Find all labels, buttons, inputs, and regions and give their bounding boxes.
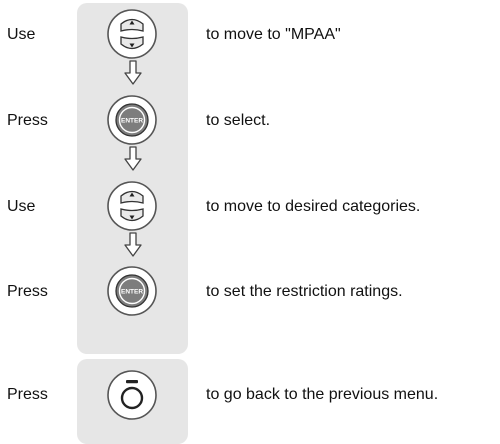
enter-button-label: ENTER (121, 117, 143, 124)
step-1-description: to move to "MPAA" (206, 26, 341, 43)
step-4-description: to set the restriction ratings. (206, 283, 403, 300)
step-1-action: Use (7, 26, 36, 43)
up-down-arrow-buttons-icon (107, 9, 157, 64)
enter-button-icon: ENTER (107, 266, 157, 321)
step-3-description: to move to desired categories. (206, 198, 421, 215)
enter-button-icon: ENTER (107, 95, 157, 150)
menu-button-icon (107, 370, 157, 425)
step-5-description: to go back to the previous menu. (206, 386, 439, 403)
step-4-action: Press (7, 283, 48, 300)
step-3-action: Use (7, 198, 36, 215)
up-down-arrow-buttons-icon (107, 181, 157, 236)
step-5-action: Press (7, 386, 48, 403)
step-2-action: Press (7, 112, 48, 129)
step-2-description: to select. (206, 112, 271, 129)
down-arrow-icon (123, 60, 143, 91)
down-arrow-icon (123, 146, 143, 177)
enter-button-label: ENTER (121, 288, 143, 295)
down-arrow-icon (123, 232, 143, 263)
